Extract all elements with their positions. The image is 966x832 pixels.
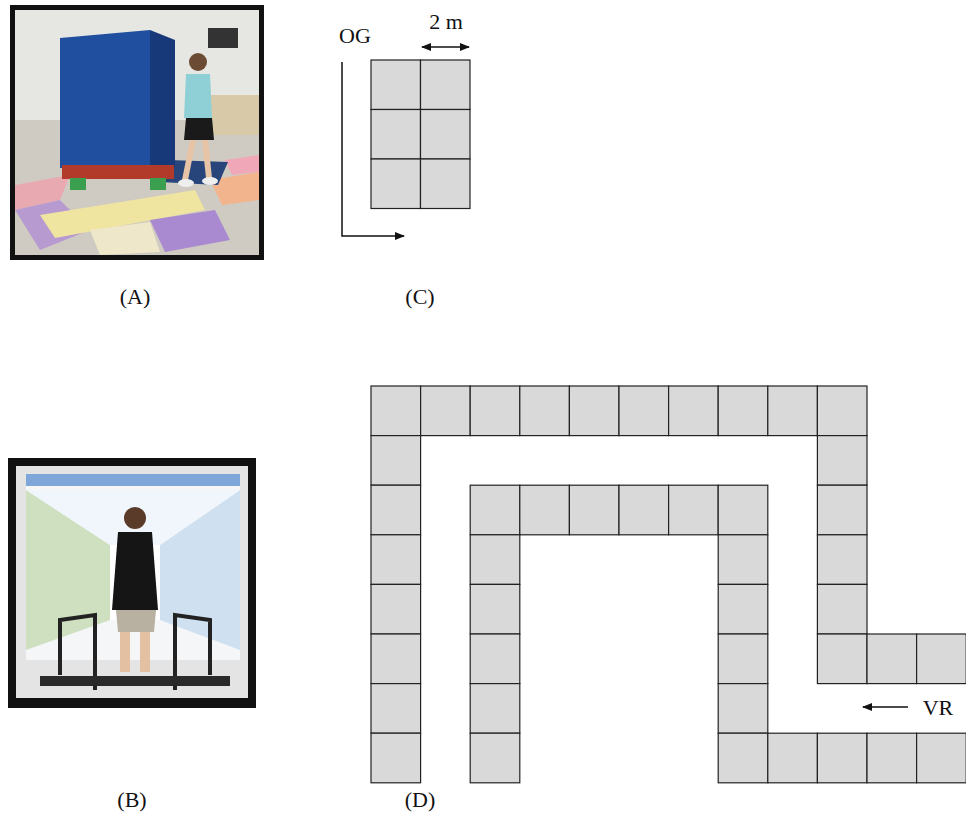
path-tile [718, 584, 768, 634]
path-tile [371, 684, 421, 734]
path-tile [470, 584, 520, 634]
path-tile [520, 485, 570, 535]
dimension-label: 2 m [429, 11, 463, 33]
path-tile [619, 386, 669, 436]
path-tile [619, 485, 669, 535]
direction-arrow [863, 706, 908, 708]
path-tile [817, 485, 867, 535]
panel-letter: (C) [405, 286, 434, 308]
path-tile [817, 436, 867, 486]
path-tile [371, 436, 421, 486]
path-tile [669, 386, 719, 436]
panel-letter: (B) [117, 789, 146, 811]
path-tile [371, 634, 421, 684]
panel-axis-label: OG [339, 25, 371, 47]
path-tile [817, 535, 867, 585]
overground-path [371, 60, 470, 209]
path-tile [718, 485, 768, 535]
path-tile [817, 733, 867, 783]
dimension-arrow [422, 46, 469, 48]
path-tile [470, 733, 520, 783]
path-tile [867, 733, 917, 783]
path-tile [917, 634, 966, 684]
path-tile [569, 386, 619, 436]
path-tile [718, 386, 768, 436]
path-tile [470, 684, 520, 734]
path-tile [917, 733, 966, 783]
path-tile [718, 634, 768, 684]
path-tile [718, 733, 768, 783]
path-tile [867, 634, 917, 684]
path-tile [817, 386, 867, 436]
path-tile [817, 584, 867, 634]
photo-overground [10, 5, 264, 260]
path-tile [768, 386, 818, 436]
path-tile [768, 733, 818, 783]
path-tile [371, 485, 421, 535]
photo-virtual-reality [8, 458, 256, 708]
path-tile [421, 386, 471, 436]
path-tile [520, 386, 570, 436]
panel-axis-label: VR [923, 697, 954, 719]
path-tile [371, 535, 421, 585]
path-tile [371, 386, 421, 436]
path-tile [371, 733, 421, 783]
path-tile [669, 485, 719, 535]
vr-path [371, 386, 966, 783]
path-tile [470, 485, 520, 535]
path-tile [371, 584, 421, 634]
path-tile [470, 535, 520, 585]
path-tile [470, 634, 520, 684]
path-tile [470, 386, 520, 436]
path-tile [718, 535, 768, 585]
path-tile [569, 485, 619, 535]
direction-arrow [342, 62, 404, 236]
panel-letter: (A) [120, 286, 151, 308]
panel-letter: (D) [405, 789, 436, 811]
path-tile [718, 684, 768, 734]
path-tile [817, 634, 867, 684]
